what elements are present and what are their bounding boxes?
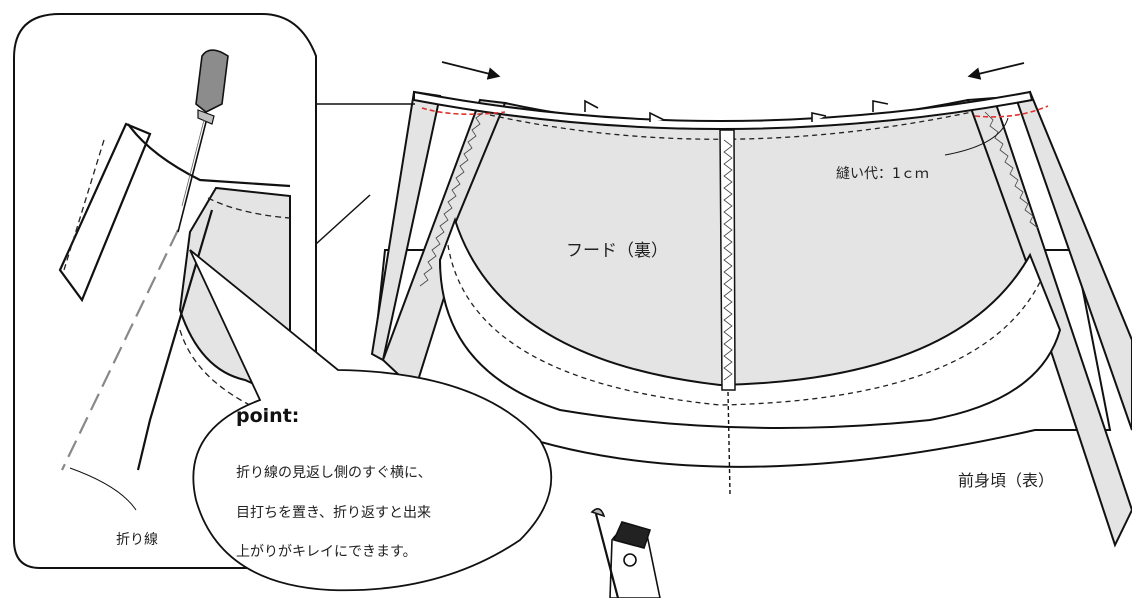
bubble-shape: [189, 249, 553, 592]
fold-line: [61, 229, 179, 471]
arrow-right-icon: [441, 61, 501, 80]
fold-line-label: 折り線: [116, 532, 158, 548]
arrow-left-icon: [967, 62, 1025, 80]
seam-line-left: [421, 107, 506, 116]
neck-edge: [413, 90, 1034, 130]
mascot-icon: [590, 508, 661, 598]
seam-allowance-leader: [944, 117, 1009, 156]
point-line-1: 折り線の見返し側のすぐ横に、: [236, 465, 432, 481]
center-seam: [719, 129, 736, 391]
left-band-zigzag: [419, 111, 485, 287]
neck-notches: [584, 99, 889, 122]
front-body-label: 前身頃（表）: [958, 471, 1055, 490]
seam-line-right: [974, 105, 1049, 118]
center-seam-zigzag: [723, 139, 733, 381]
point-bubble: [189, 249, 553, 592]
hood-lower-band: [438, 216, 1062, 429]
main-diagram: [370, 61, 1132, 548]
point-title: point:: [236, 405, 300, 427]
hood-stitch-curve: [447, 244, 1041, 406]
point-line-2: 目打ちを置き、折り返すと出来: [236, 505, 432, 521]
hood-label: フード（裏）: [566, 241, 668, 261]
front-center-seam: [727, 391, 731, 495]
seam-allowance-label: 縫い代：1ｃｍ: [836, 166, 929, 182]
awl-icon: [177, 49, 229, 233]
point-line-3: 上がりがキレイにできます。: [236, 544, 417, 560]
right-band-zigzag: [984, 111, 1039, 229]
